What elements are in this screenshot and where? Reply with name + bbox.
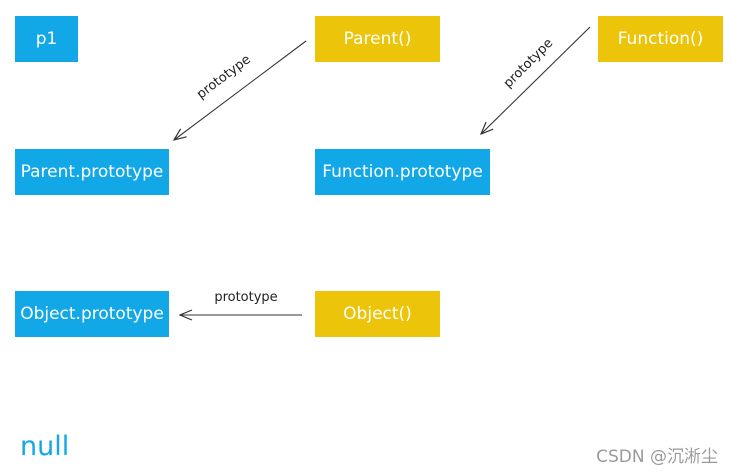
node-function-prototype: Function.prototype [315,149,490,195]
node-p1: p1 [15,16,78,62]
null-label: null [20,431,70,462]
node-parent-constructor: Parent() [315,16,440,62]
edge-object-prototype-label: prototype [214,290,277,305]
edge-function-prototype-arrow [481,26,591,134]
node-parent-prototype: Parent.prototype [15,149,169,195]
watermark: CSDN @沉淅尘 [596,447,718,467]
edge-function-prototype-label: prototype [501,36,556,91]
node-object-constructor: Object() [315,291,440,337]
edge-parent-prototype-label: prototype [194,52,254,102]
node-function-constructor: Function() [598,16,723,62]
edge-parent-prototype-arrow [174,40,307,140]
node-object-prototype: Object.prototype [15,291,169,337]
